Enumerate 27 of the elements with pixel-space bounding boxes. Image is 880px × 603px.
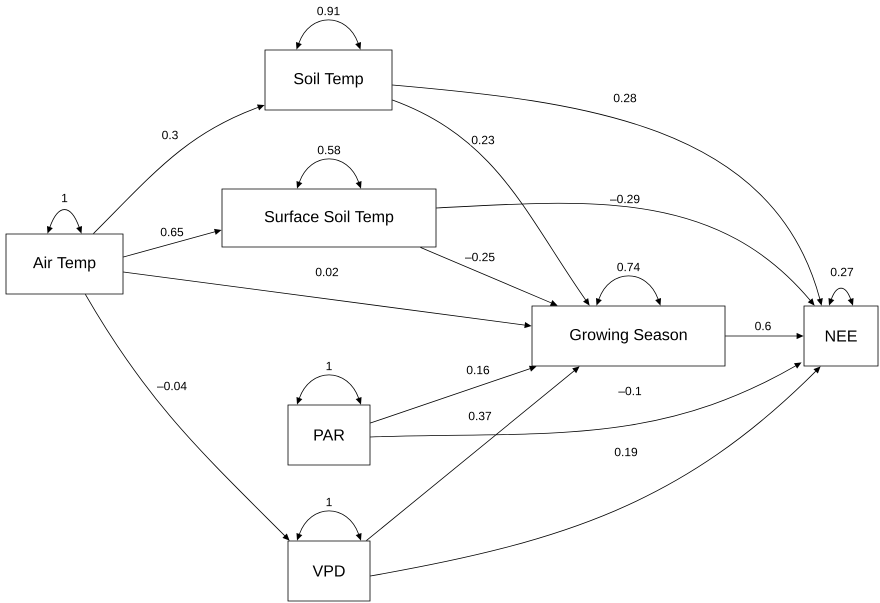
edge-label: 0.02	[314, 266, 340, 278]
variable-box: Soil Temp	[264, 50, 392, 110]
edge-label: 0.27	[829, 266, 855, 278]
variable-box: Surface Soil Temp	[222, 188, 436, 248]
edge-label: 0.28	[612, 92, 638, 104]
edge-label: 0.23	[470, 134, 496, 146]
edge-label: 0.91	[316, 6, 342, 16]
edge-label: 0.74	[616, 262, 642, 272]
edge-label: 0.19	[613, 446, 639, 458]
edge-label: 0.16	[465, 364, 491, 376]
edge-label: –0.25	[464, 252, 496, 262]
edge-label: –0.29	[609, 194, 642, 204]
variable-box: PAR	[288, 404, 370, 466]
edge-label: 1	[324, 360, 334, 372]
edge-label: 0.3	[160, 130, 180, 140]
edge-label: 1	[324, 496, 334, 508]
edge-label: 0.6	[754, 320, 772, 332]
edge-label: 0.58	[316, 144, 342, 156]
edge-label: 0.37	[467, 410, 493, 422]
edge-label: –0.1	[617, 386, 643, 396]
variable-box: Growing Season	[532, 306, 726, 366]
edge-label: 1	[60, 192, 69, 204]
edge-label: –0.04	[156, 380, 188, 392]
variable-box: Air Temp	[6, 234, 124, 294]
edge-label: 0.65	[159, 226, 185, 238]
variable-box: NEE	[804, 306, 878, 366]
variable-box: VPD	[288, 540, 370, 602]
